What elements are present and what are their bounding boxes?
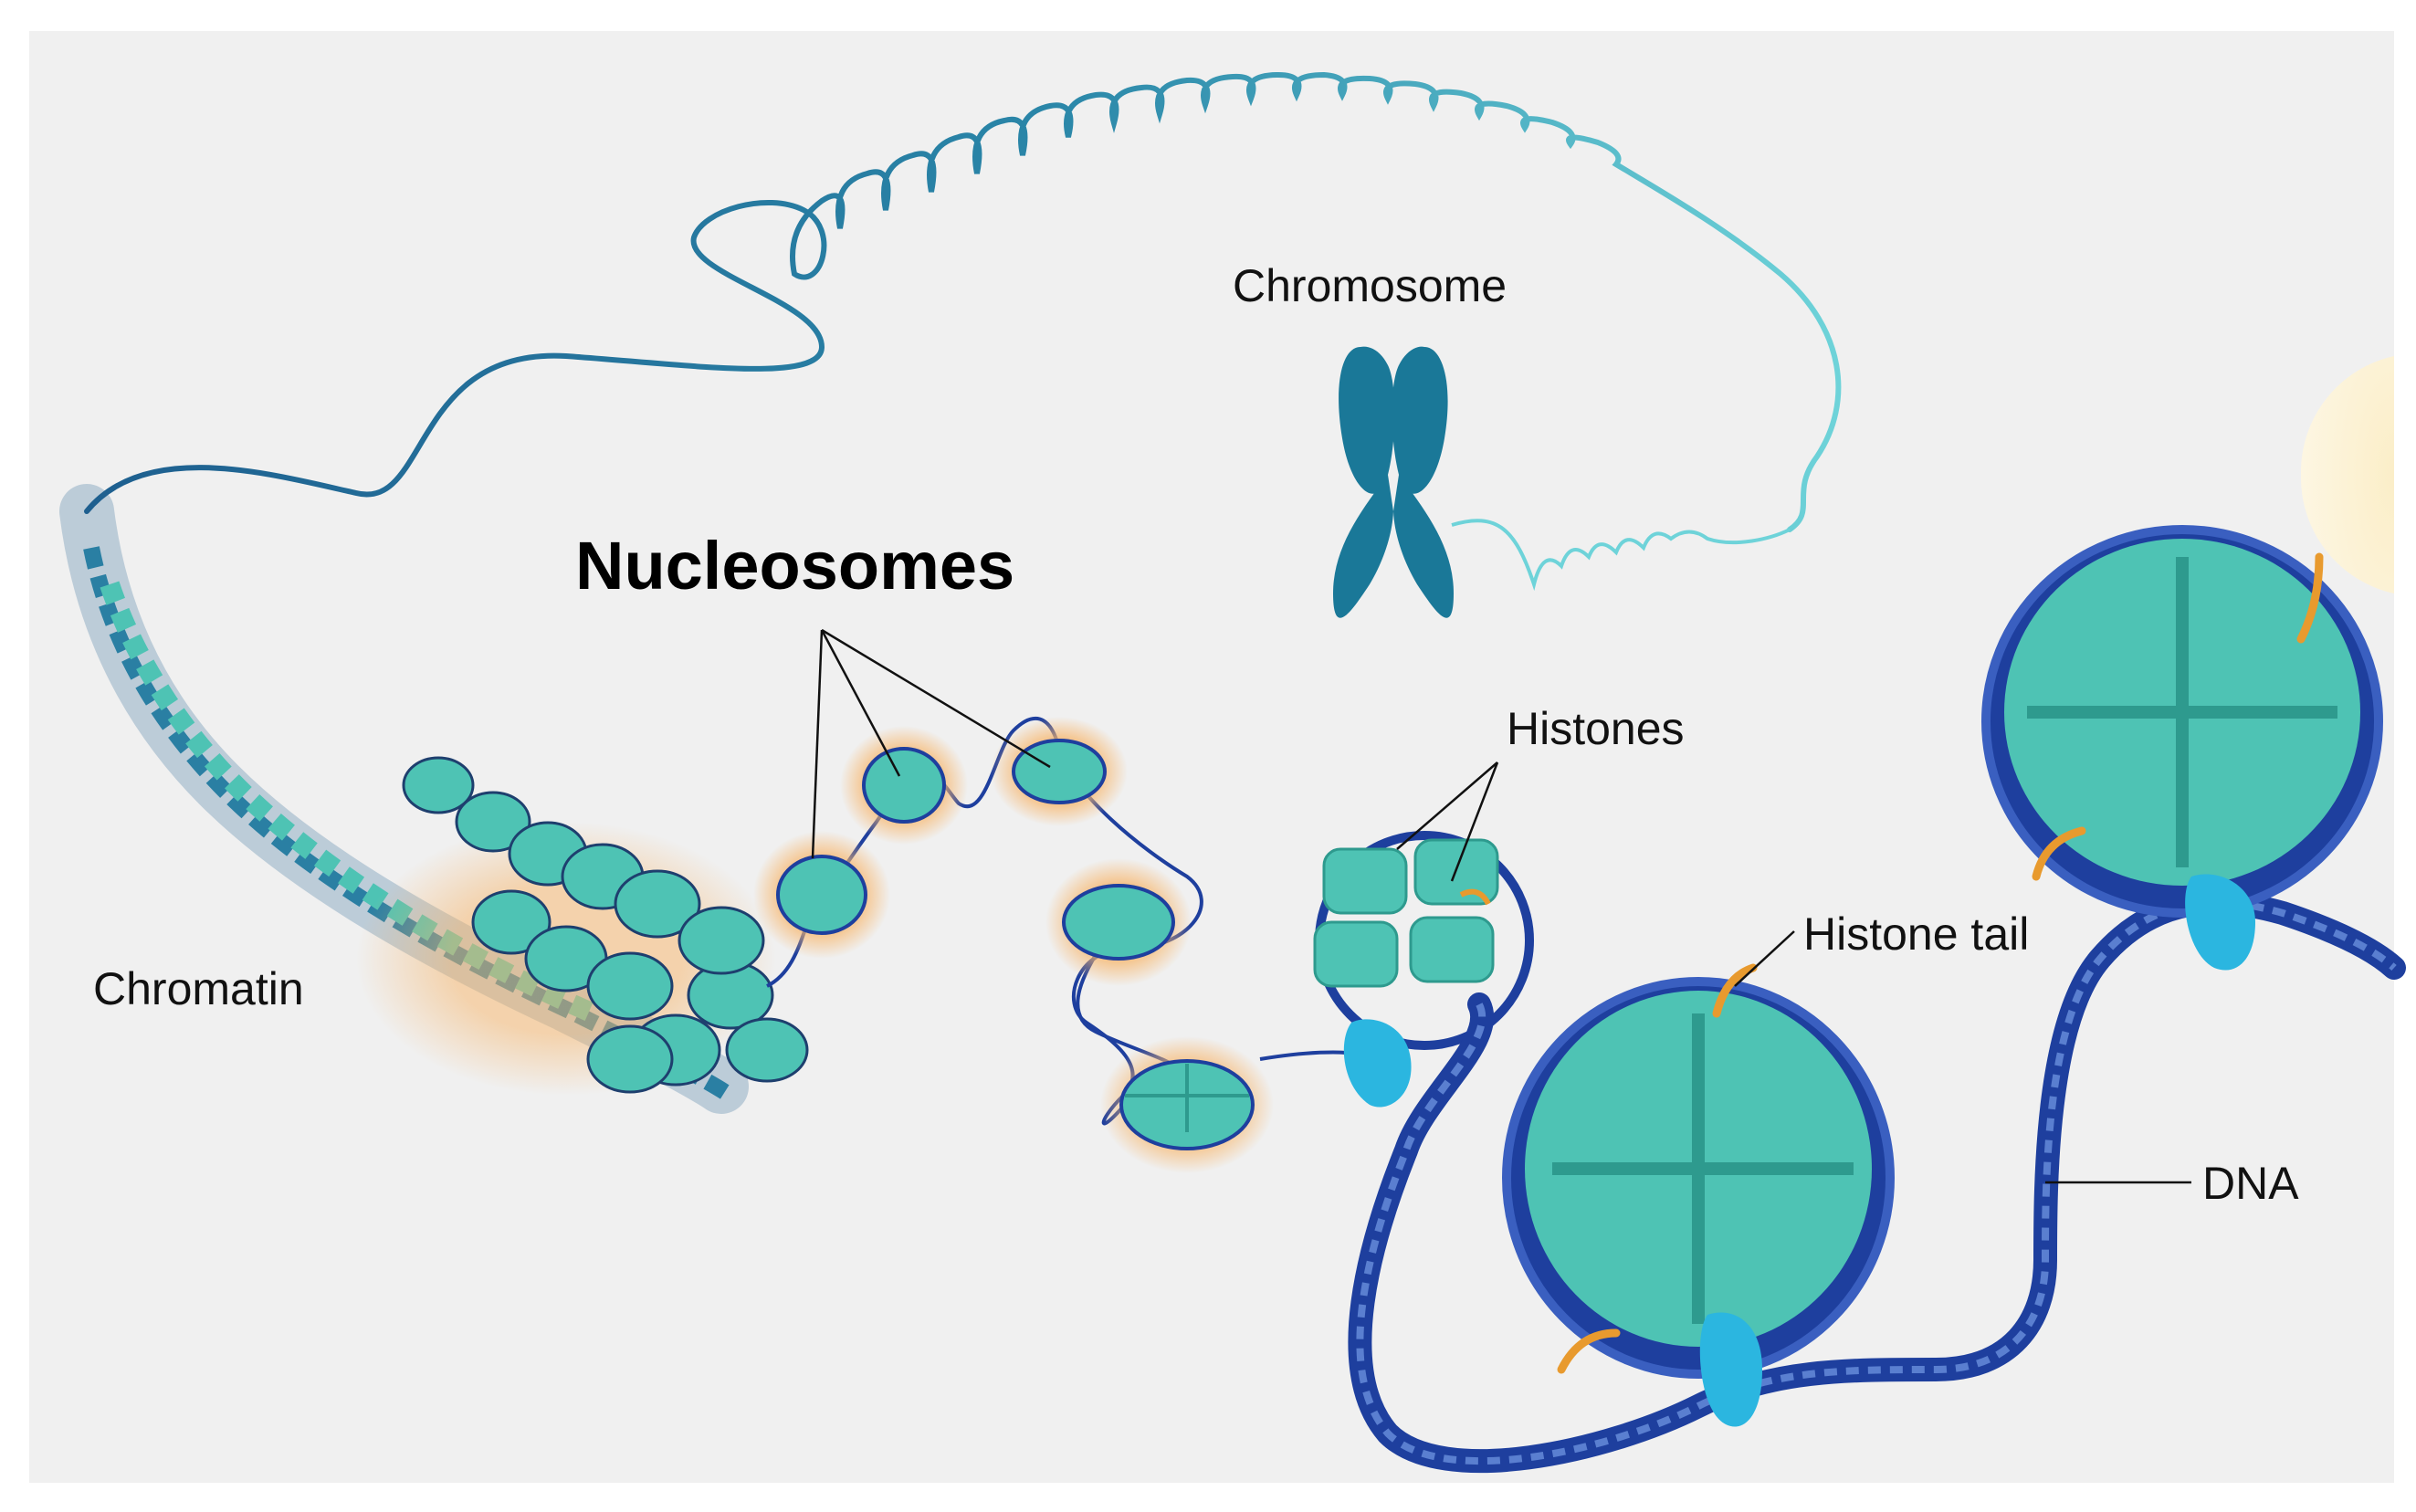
nucleus-edge — [2300, 356, 2394, 593]
histone-tail-3 — [2032, 826, 2086, 881]
linker-protein-1 — [1699, 1312, 1762, 1427]
nucleosome-bead-2 — [862, 747, 946, 824]
nucleosome-pointers — [811, 628, 1051, 859]
histone-pointers — [1396, 761, 1499, 882]
large-nucleosome-2 — [1981, 525, 2383, 918]
label-pointers — [1734, 930, 2191, 1184]
linker-protein-2 — [2185, 874, 2255, 971]
chromatin-disks — [402, 756, 809, 1094]
nucleosome-bead-3 — [1012, 739, 1107, 804]
chromosome-label: Chromosome — [1233, 260, 1507, 311]
histones-label: Histones — [1507, 703, 1685, 754]
linker-histone — [1343, 1019, 1412, 1108]
histone-tail-2 — [1712, 963, 1758, 1018]
nucleosome-bead-1 — [776, 855, 867, 935]
chromosome-icon — [1333, 346, 1454, 618]
dna-label: DNA — [2202, 1158, 2299, 1209]
nucleosome-bead-4 — [1062, 884, 1175, 961]
histone-tail-1 — [1557, 1328, 1621, 1374]
large-nucleosome-1 — [1502, 977, 1895, 1379]
histone-tail-4 — [2296, 552, 2324, 644]
histone-tail-label: Histone tail — [1803, 908, 2029, 960]
chromatin-fiber — [84, 71, 1842, 532]
nucleosomes-label: Nucleosomes — [575, 528, 1014, 604]
chromatin-label: Chromatin — [93, 963, 304, 1014]
nucleosome-beads — [776, 739, 1255, 1150]
chromosome-thread — [1451, 519, 1791, 592]
